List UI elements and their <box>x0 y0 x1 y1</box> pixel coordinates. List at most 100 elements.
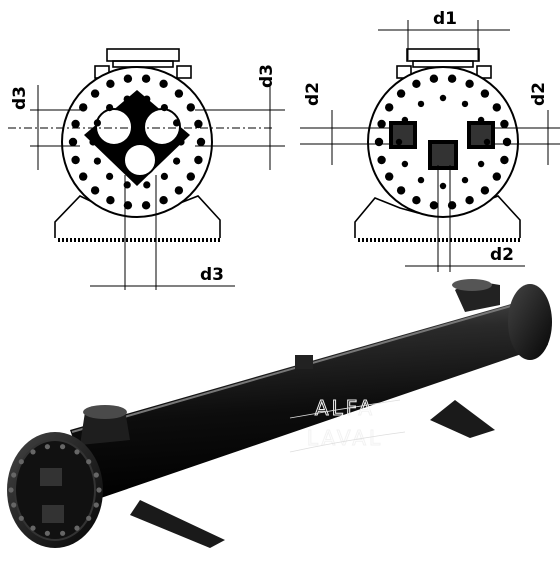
bolt-hole <box>385 172 394 181</box>
bolt-hole <box>439 94 447 102</box>
bolt-hole <box>79 172 88 181</box>
logo-line-1: ALFA <box>315 396 375 420</box>
bolt-hole <box>502 137 512 147</box>
right-bolt-holes <box>374 74 512 210</box>
bolt-hole <box>194 119 203 129</box>
bolt-hole <box>71 119 80 129</box>
bolt-hole <box>123 95 131 103</box>
bolt-hole <box>86 515 92 521</box>
bolt-hole <box>60 444 66 450</box>
bolt-hole <box>480 89 490 98</box>
bolt-hole <box>8 487 14 493</box>
bolt-hole <box>186 103 195 112</box>
dim-d3-left: d3 <box>10 86 30 110</box>
bolt-hole <box>429 201 439 210</box>
rear-support <box>430 400 495 438</box>
dim-d3-right: d3 <box>257 64 277 88</box>
front-port-lower <box>42 505 64 523</box>
bolt-hole <box>412 79 421 89</box>
dim-d2-left: d2 <box>303 82 323 106</box>
bolt-hole <box>377 119 386 129</box>
bolt-hole <box>18 459 24 465</box>
bolt-hole <box>385 103 394 112</box>
bolt-hole <box>429 74 439 83</box>
left-nozzle-port-2 <box>143 108 181 146</box>
dim-d2-right: d2 <box>529 82 549 106</box>
bolt-hole <box>106 196 115 205</box>
bolt-hole <box>461 176 469 184</box>
bolt-hole <box>79 103 88 112</box>
shell-body <box>70 300 548 500</box>
dim-d2-bottom: d2 <box>490 245 514 265</box>
bolt-hole <box>60 530 66 536</box>
bolt-hole <box>44 530 51 536</box>
heat-exchanger-render: ALFA LAVAL <box>7 279 552 548</box>
left-bolt-holes <box>68 74 206 210</box>
bolt-hole <box>417 100 425 108</box>
bolt-hole <box>96 487 102 493</box>
bolt-hole <box>74 449 80 455</box>
bolt-hole <box>93 472 99 478</box>
bolt-hole <box>500 155 509 165</box>
dim-d1: d1 <box>433 9 457 29</box>
bolt-hole <box>90 186 100 195</box>
bolt-hole <box>93 157 101 165</box>
bolt-hole <box>396 186 406 195</box>
bolt-hole <box>477 116 485 124</box>
bolt-hole <box>196 137 206 147</box>
bolt-hole <box>123 201 133 210</box>
right-top-nozzle-flange <box>406 48 480 62</box>
bolt-hole <box>159 196 168 205</box>
bolt-hole <box>439 182 447 190</box>
bolt-hole <box>447 74 457 83</box>
sensor-box <box>295 355 313 369</box>
bolt-hole <box>483 138 491 146</box>
bolt-hole <box>18 515 24 521</box>
bolt-hole <box>143 181 151 189</box>
front-head-bolts <box>8 444 102 536</box>
bolt-hole <box>44 444 51 450</box>
bolt-hole <box>465 196 474 205</box>
bolt-hole <box>160 172 168 180</box>
bolt-hole <box>492 103 501 112</box>
bolt-hole <box>30 449 36 455</box>
bolt-hole <box>401 160 409 168</box>
bolt-hole <box>30 525 36 531</box>
bolt-hole <box>89 138 97 146</box>
bolt-hole <box>173 157 181 165</box>
bolt-hole <box>86 459 92 465</box>
front-support <box>130 500 225 548</box>
bolt-hole <box>461 100 469 108</box>
front-port-upper <box>40 468 62 486</box>
bolt-hole <box>177 138 185 146</box>
bolt-hole <box>71 155 80 165</box>
bolt-hole <box>93 119 101 127</box>
bolt-hole <box>123 74 133 83</box>
bolt-hole <box>11 502 17 508</box>
front-nozzle <box>80 410 130 445</box>
bolt-hole <box>447 201 457 210</box>
bolt-hole <box>106 172 114 180</box>
bolt-hole <box>477 160 485 168</box>
left-top-nozzle-flange <box>106 48 180 62</box>
bolt-hole <box>492 172 501 181</box>
bolt-hole <box>412 196 421 205</box>
bolt-hole <box>194 155 203 165</box>
left-nozzle-port-3 <box>123 143 157 177</box>
left-nozzle-port-1 <box>95 108 133 146</box>
bolt-hole <box>74 525 80 531</box>
bolt-hole <box>174 89 184 98</box>
bolt-hole <box>160 104 168 112</box>
bolt-hole <box>106 79 115 89</box>
bolt-hole <box>159 79 168 89</box>
rear-head <box>508 284 552 360</box>
dim-d3-bottom: d3 <box>200 265 224 285</box>
bolt-hole <box>500 119 509 129</box>
bolt-hole <box>174 186 184 195</box>
bolt-hole <box>396 89 406 98</box>
left-end-view: d3 d3 d3 <box>8 48 285 290</box>
bolt-hole <box>401 116 409 124</box>
bolt-hole <box>123 181 131 189</box>
bolt-hole <box>143 95 151 103</box>
